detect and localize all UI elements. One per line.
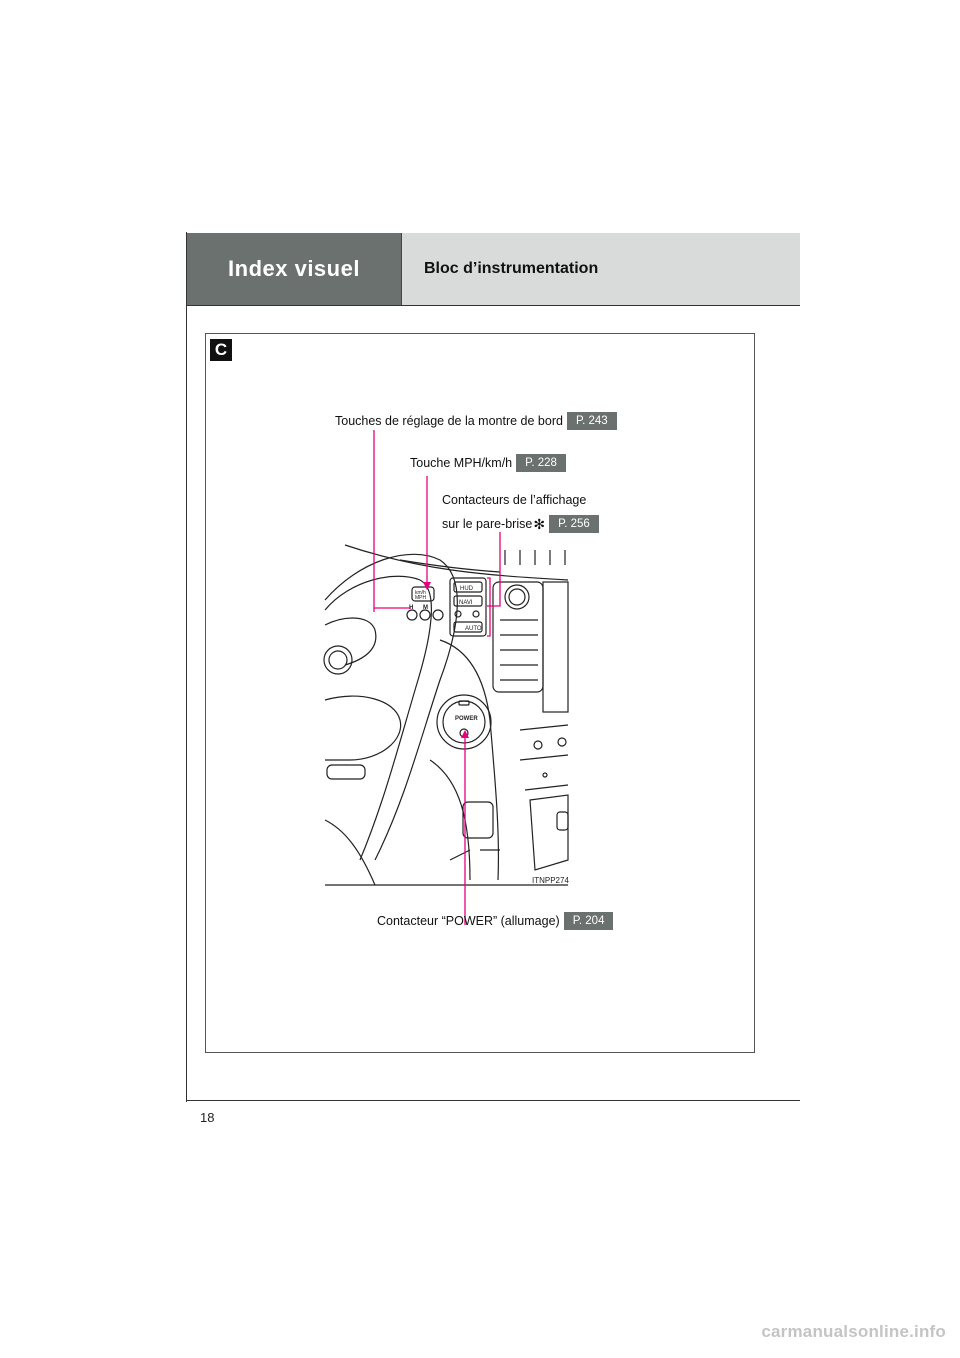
section-letter-badge: C xyxy=(210,339,232,361)
callout-mph-label: Touche MPH/km/h xyxy=(410,456,513,470)
auto-switch-label: AUTO xyxy=(465,626,482,632)
callout-hud-label-1: Contacteurs de l’affichage xyxy=(442,493,587,507)
hud-switch-label: HUD xyxy=(460,586,474,592)
svg-text:M: M xyxy=(423,605,428,611)
section-title: Index visuel xyxy=(187,233,402,305)
asterisk-icon: ✻ xyxy=(533,515,546,532)
illustration-panel xyxy=(205,333,755,1053)
callout-hud-line1: Contacteurs de l’affichage xyxy=(442,493,586,507)
page-frame-bottom xyxy=(186,1100,800,1101)
power-button-label: POWER xyxy=(455,716,478,722)
callout-clock-label: Touches de réglage de la montre de bord xyxy=(335,414,563,428)
callout-power-page-ref[interactable]: P. 204 xyxy=(563,912,614,930)
callout-hud-page-ref[interactable]: P. 256 xyxy=(549,515,599,533)
callout-hud-switches: sur le pare-brise ✻ P. 256 xyxy=(442,515,599,533)
svg-text:km/h: km/h xyxy=(415,590,426,596)
callout-mph-page-ref[interactable]: P. 228 xyxy=(516,454,566,472)
page-header: Index visuel Bloc d’instrumentation xyxy=(187,233,800,306)
illustration-code: ITNPP274 xyxy=(532,876,569,885)
navi-switch-label: NAVI xyxy=(459,600,473,606)
callout-clock-page-ref[interactable]: P. 243 xyxy=(566,412,617,430)
callout-hud-label-2: sur le pare-brise xyxy=(442,517,533,531)
svg-text:H: H xyxy=(409,605,413,611)
page-frame-left xyxy=(186,232,187,1102)
page-title: Bloc d’instrumentation xyxy=(402,233,800,305)
callout-clock-keys: Touches de réglage de la montre de bord … xyxy=(335,412,617,430)
page-number: 18 xyxy=(200,1110,215,1125)
callout-mph-key: Touche MPH/km/h P. 228 xyxy=(410,454,566,472)
watermark: carmanualsonline.info xyxy=(761,1322,946,1341)
callout-power-label: Contacteur “POWER” (allumage) xyxy=(377,914,560,928)
svg-text:MPH: MPH xyxy=(415,595,427,601)
callout-power-switch: Contacteur “POWER” (allumage) P. 204 xyxy=(377,912,614,930)
